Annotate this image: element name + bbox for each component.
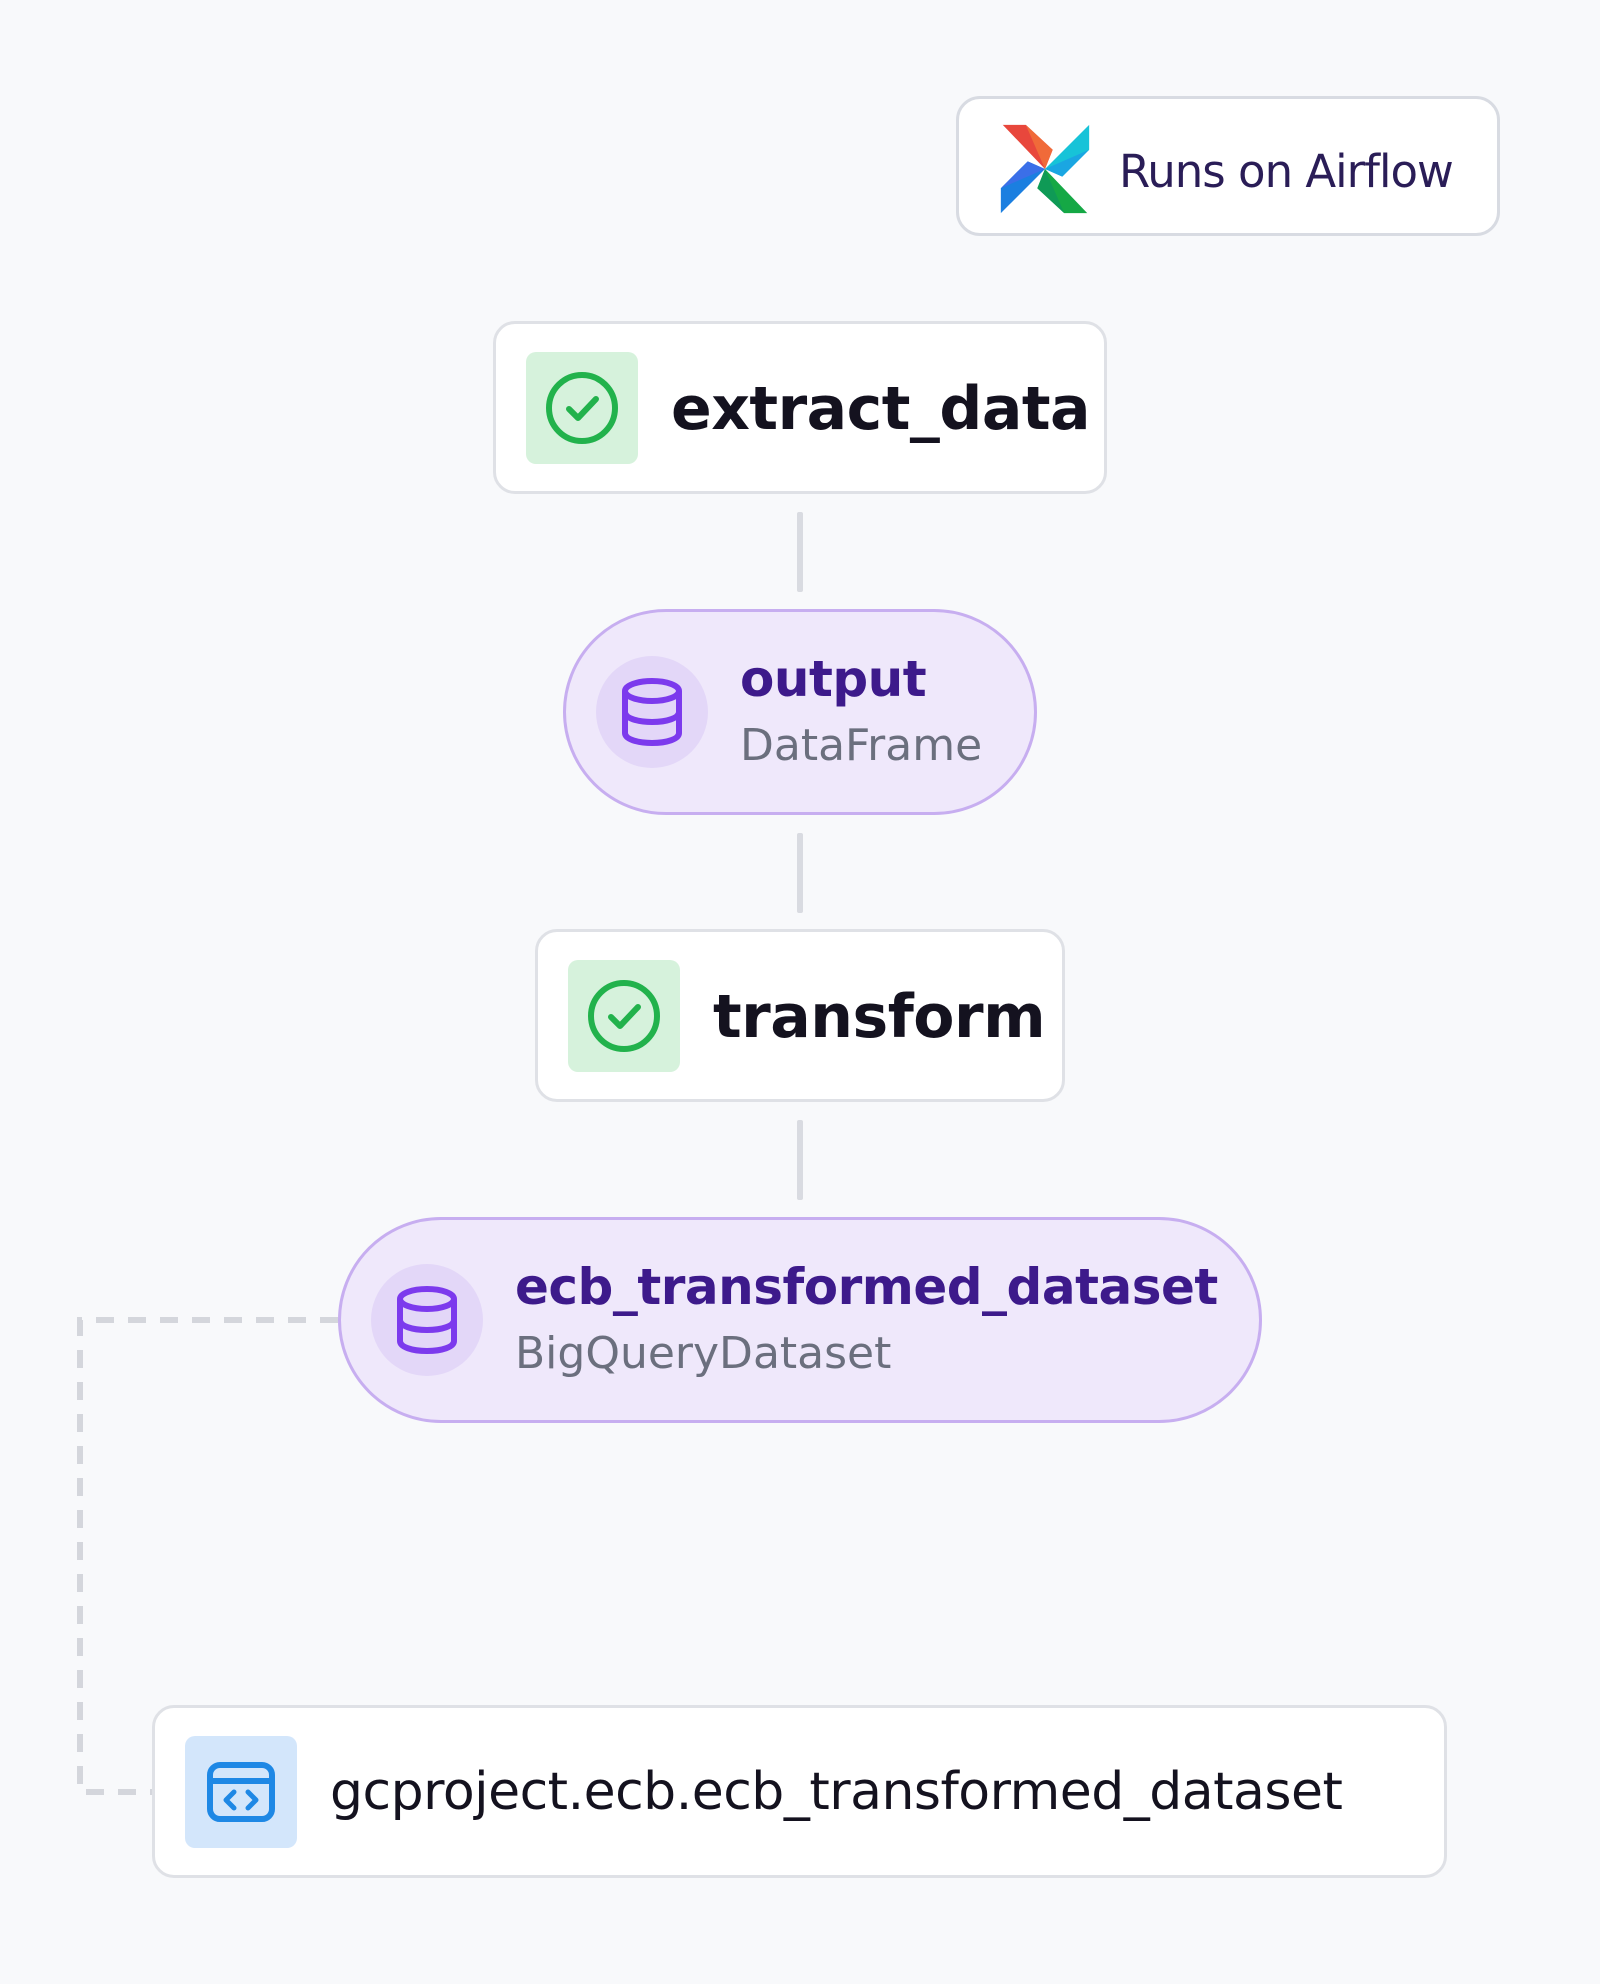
- task-label: transform: [713, 982, 1046, 1052]
- edge-connector: [797, 512, 803, 592]
- check-circle-icon: [546, 372, 618, 444]
- task-status-badge: [526, 352, 638, 464]
- edge-connector: [797, 1120, 803, 1200]
- dataset-type: DataFrame: [740, 720, 983, 771]
- dataset-icon-circle: [371, 1264, 483, 1376]
- badge-label: Runs on Airflow: [1119, 145, 1454, 198]
- airflow-pinwheel-logo: [1000, 124, 1090, 214]
- task-label: extract_data: [671, 374, 1091, 444]
- dataset-node-ecb-transformed-dataset[interactable]: ecb_transformed_dataset BigQueryDataset: [338, 1217, 1262, 1423]
- task-node-extract-data[interactable]: extract_data: [493, 321, 1107, 494]
- database-icon: [622, 678, 682, 747]
- edge-connector: [797, 833, 803, 913]
- check-circle-icon: [588, 980, 660, 1052]
- dataset-name: ecb_transformed_dataset: [515, 1258, 1218, 1316]
- dataset-name: output: [740, 650, 927, 708]
- task-node-transform[interactable]: transform: [535, 929, 1065, 1102]
- database-icon: [397, 1286, 457, 1355]
- resource-node-bigquery-table[interactable]: gcproject.ecb.ecb_transformed_dataset: [152, 1705, 1447, 1878]
- dataset-icon-circle: [596, 656, 708, 768]
- code-window-icon: [207, 1762, 275, 1822]
- resource-icon-tile: [185, 1736, 297, 1848]
- resource-label: gcproject.ecb.ecb_transformed_dataset: [330, 1762, 1343, 1822]
- runs-on-airflow-badge: Runs on Airflow: [956, 96, 1500, 236]
- task-status-badge: [568, 960, 680, 1072]
- dataset-type: BigQueryDataset: [515, 1328, 892, 1379]
- dataset-node-output[interactable]: output DataFrame: [563, 609, 1037, 815]
